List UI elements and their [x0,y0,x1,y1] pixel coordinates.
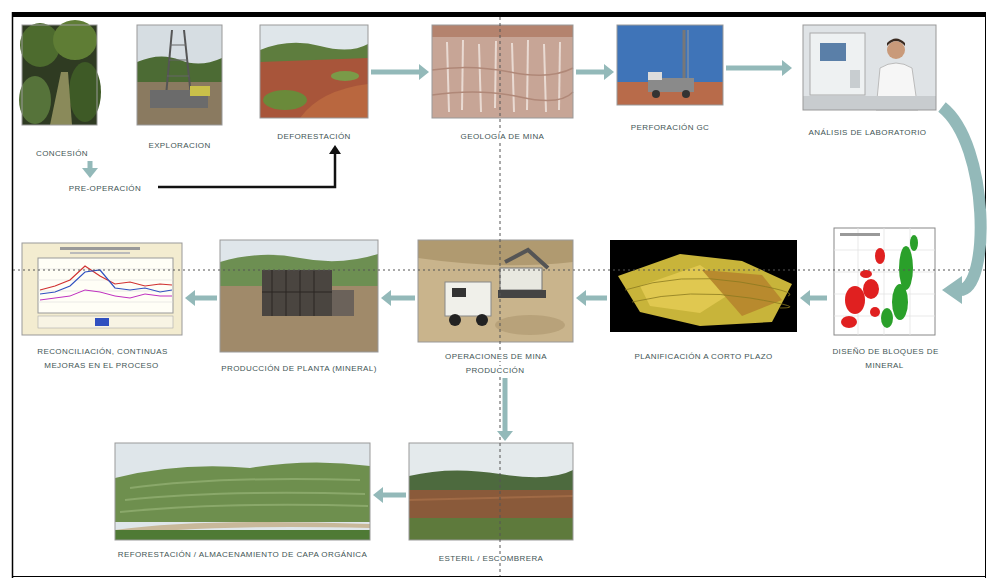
flow-arrow [576,290,607,306]
step-caption-line: EXPLORACION [137,137,222,151]
step-caption-line: DEFORESTACIÓN [260,128,368,142]
ore-block-map [834,228,935,335]
text-step: PRE-OPERACIÓN [60,180,150,194]
step-caption: REFORESTACIÓN / ALMACENAMIENTO DE CAPA O… [117,550,369,559]
step-caption: OPERACIONES DE MINA PRODUCCIÓN [444,352,547,375]
photo-step: PERFORACIÓN GC [617,25,723,133]
reconciliation-chart-photo [22,243,182,335]
step-caption: EXPLORACION [147,141,211,150]
rock-wall-photo [432,25,573,118]
deforestation-photo [260,25,368,118]
plant-photo [220,240,378,352]
photo-step: REFORESTACIÓN / ALMACENAMIENTO DE CAPA O… [115,443,370,560]
photo-step: CONCESIÓN [22,25,102,159]
arrow-shaft [585,296,607,301]
step-caption-line: PERFORACIÓN GC [617,119,723,133]
flow-arrow [497,378,513,441]
arrow-head [604,64,614,80]
step-caption-line: PLANIFICACIÓN A CORTO PLAZO [610,348,797,362]
photo-step: ANÁLISIS DE LABORATORIO [795,25,940,138]
arrow-head [576,290,586,306]
step-caption-line: DISEÑO DE BLOQUES DE MINERAL [830,343,940,371]
photo-step: EXPLORACION [137,25,222,151]
arrow-head [419,64,429,80]
guide-line [500,17,501,576]
reforestation-photo [115,443,370,540]
arrow-head [800,290,810,306]
flow-arrow [381,290,415,306]
step-caption-line: GEOLOGÍA DE MINA [432,128,573,142]
mine-operation-photo [418,240,573,342]
photo-step: GEOLOGÍA DE MINA [432,25,573,142]
photo-step: PLANIFICACIÓN A CORTO PLAZO [610,240,797,362]
step-caption: ANÁLISIS DE LABORATORIO [808,128,928,137]
step-caption-line: RECONCILIACIÓN, CONTINUAS MEJORAS EN EL … [22,343,182,371]
arrow-head [497,431,513,441]
step-caption-line: PRE-OPERACIÓN [60,180,150,194]
curved-arrow [942,107,981,290]
step-caption: PRE-OPERACIÓN [68,184,142,193]
flow-arrow [371,64,429,80]
photo-step: DISEÑO DE BLOQUES DE MINERAL [830,228,940,371]
step-caption: RECONCILIACIÓN, CONTINUAS MEJORAS EN EL … [36,347,167,370]
laboratory-photo [803,25,936,110]
step-caption: GEOLOGÍA DE MINA [460,132,546,141]
arrow-head [185,290,195,306]
step-caption: PLANIFICACIÓN A CORTO PLAZO [633,352,773,361]
arrow-shaft [88,161,93,169]
waste-dump-photo [409,443,573,540]
flow-arrow [576,64,614,80]
arrow-shaft [194,296,217,301]
arrow-shaft [809,296,827,301]
drill-rig-photo [617,25,723,105]
flow-arrow [942,107,981,304]
flow-arrow [373,487,406,503]
step-caption-line: ESTERIL / ESCOMBRERA [409,550,573,564]
flow-arrow [800,290,827,306]
step-caption: ESTERIL / ESCOMBRERA [438,554,545,563]
3d-pit-model [610,240,797,332]
arrow-shaft [371,70,420,75]
arrow-shaft [576,70,605,75]
step-caption: PERFORACIÓN GC [630,123,711,132]
step-caption-line: ANÁLISIS DE LABORATORIO [795,124,940,138]
photo-step: ESTERIL / ESCOMBRERA [409,443,573,564]
photo-step: OPERACIONES DE MINA PRODUCCIÓN [418,240,573,376]
arrow-shaft [726,66,783,71]
arrow-shaft [503,378,508,432]
flow-arrow [726,60,792,76]
arrow-head [329,145,341,154]
step-caption: CONCESIÓN [35,149,89,158]
flow-arrow [158,145,341,187]
frame [12,12,986,578]
step-caption: DISEÑO DE BLOQUES DE MINERAL [831,347,938,370]
step-caption: DEFORESTACIÓN [276,132,352,141]
step-caption-line: REFORESTACIÓN / ALMACENAMIENTO DE CAPA O… [115,546,370,560]
arrow-head [373,487,383,503]
arrow-head [82,168,98,178]
arrow-shaft [158,153,335,187]
flow-arrow [185,290,217,306]
arrow-shaft [382,493,406,498]
photo-step: RECONCILIACIÓN, CONTINUAS MEJORAS EN EL … [22,243,182,371]
step-caption-line: PRODUCCIÓN DE PLANTA (MINERAL) [220,360,378,374]
step-caption: PRODUCCIÓN DE PLANTA (MINERAL) [220,364,377,373]
arrow-shaft [390,296,415,301]
step-caption-line: OPERACIONES DE MINA PRODUCCIÓN [418,348,573,376]
arrow-head [782,60,792,76]
step-caption-line: CONCESIÓN [22,145,102,159]
drill-tower-photo [137,25,222,125]
photo-step: PRODUCCIÓN DE PLANTA (MINERAL) [220,240,378,374]
arrow-head [381,290,391,306]
photo-step: DEFORESTACIÓN [260,25,368,142]
forest-photo [19,20,101,125]
guide-line [13,270,985,271]
arrow-head [942,276,962,304]
flow-arrow [82,161,98,178]
